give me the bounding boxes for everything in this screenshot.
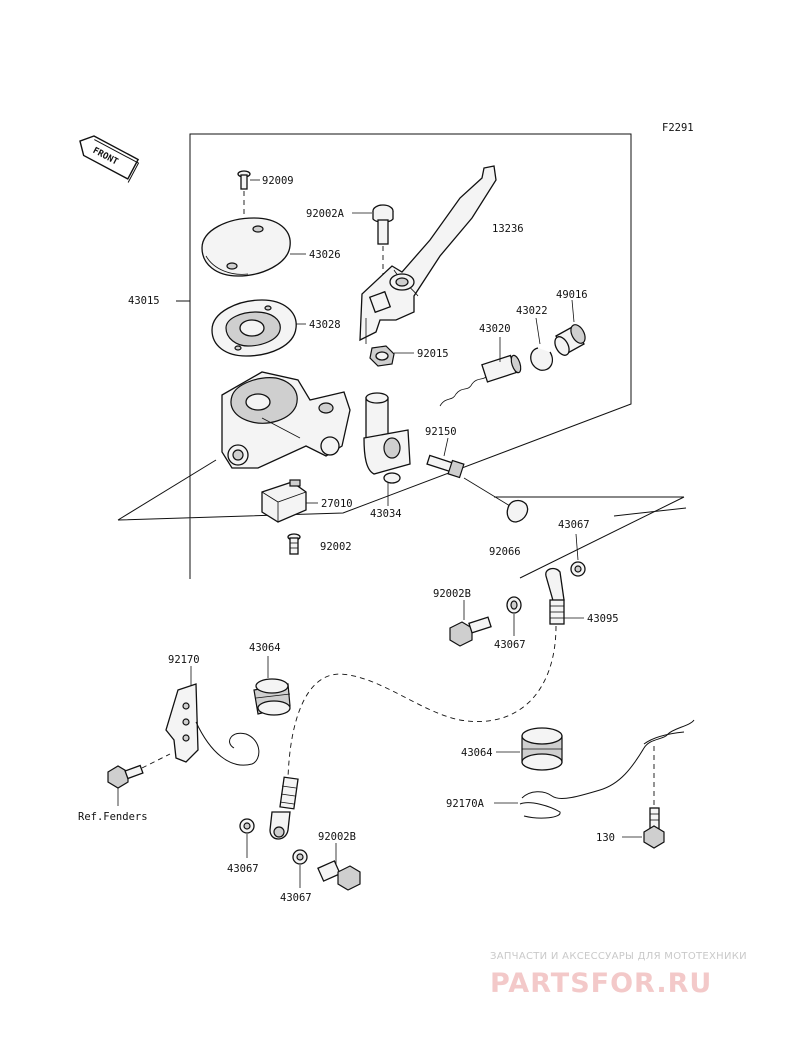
- piston-assembly-43020: 43020: [439, 323, 522, 407]
- washer-43067-lower-right: 43067: [280, 849, 312, 904]
- label-43015: 43015: [128, 295, 160, 307]
- bolt-130: 130: [596, 746, 665, 849]
- label-130: 130: [596, 832, 615, 844]
- ref-fenders-note: Ref.Fenders: [78, 811, 148, 823]
- guide-line-right: [613, 507, 687, 517]
- label-43067-lower-right: 43067: [280, 892, 312, 904]
- screw-92002: 92002: [287, 533, 352, 555]
- label-49016: 49016: [556, 289, 588, 301]
- bracket-92170: 92170: [165, 654, 260, 766]
- reservoir-cap-43026: 43026: [201, 217, 341, 277]
- master-cylinder-body: [221, 371, 351, 469]
- hose-fitting-lower: [269, 776, 299, 840]
- front-arrow-icon: FRONT: [79, 135, 140, 183]
- assembly-frame: 43015: [117, 133, 632, 579]
- label-43064-left: 43064: [249, 642, 281, 654]
- label-43064-right: 43064: [461, 747, 493, 759]
- washer-43067-upper: 43067: [558, 519, 590, 577]
- brake-lever-13236: 13236: [359, 165, 524, 344]
- label-92002B-lower: 92002B: [318, 831, 356, 843]
- watermark: ЗАПЧАСТИ И АКСЕССУАРЫ ДЛЯ МОТОТЕХНИКИ PA…: [490, 951, 747, 999]
- label-92170A: 92170A: [446, 798, 485, 810]
- label-92002B-upper: 92002B: [433, 588, 471, 600]
- label-13236: 13236: [492, 223, 524, 235]
- washer-43067-lower-left: 43067: [227, 818, 259, 875]
- cap-92066: 92066: [489, 499, 529, 558]
- label-92066: 92066: [489, 546, 521, 558]
- brake-hose: [287, 625, 557, 779]
- label-92009: 92009: [262, 175, 294, 187]
- watermark-brand: PARTSFOR.RU: [490, 968, 712, 999]
- label-43034: 43034: [370, 508, 402, 520]
- label-43067-lower-left: 43067: [227, 863, 259, 875]
- clamp-92170A: 92170A: [446, 719, 695, 819]
- banjo-bolt-92002B-upper: 92002B: [433, 588, 492, 647]
- grommet-43064-left: 43064: [249, 642, 291, 716]
- label-92150: 92150: [425, 426, 457, 438]
- label-43095: 43095: [587, 613, 619, 625]
- label-43067-middle: 43067: [494, 639, 526, 651]
- label-43026: 43026: [309, 249, 341, 261]
- diaphragm-43028: 43028: [211, 299, 341, 357]
- circlip-43022: 43022: [516, 305, 554, 371]
- pivot-bolt-92002A: 92002A: [306, 204, 394, 282]
- screw-92009: 92009: [237, 170, 294, 224]
- nut-92015: 92015: [369, 345, 449, 367]
- bolt-92150: 92150: [425, 426, 511, 507]
- guide-line-lower: [519, 496, 685, 579]
- switch-27010: 27010: [261, 479, 353, 523]
- label-43020: 43020: [479, 323, 511, 335]
- dust-boot-49016: 49016: [554, 289, 588, 356]
- label-92015: 92015: [417, 348, 449, 360]
- label-43022: 43022: [516, 305, 548, 317]
- label-92170: 92170: [168, 654, 200, 666]
- bolt-ref-fenders: Ref.Fenders: [78, 753, 171, 823]
- banjo-bolt-92002B-lower: 92002B: [317, 831, 361, 891]
- banjo-43095: 43095: [545, 567, 619, 625]
- label-27010: 27010: [321, 498, 353, 510]
- label-92002: 92002: [320, 541, 352, 553]
- label-43067-upper: 43067: [558, 519, 590, 531]
- label-92002A: 92002A: [306, 208, 345, 220]
- label-43028: 43028: [309, 319, 341, 331]
- watermark-tagline: ЗАПЧАСТИ И АКСЕССУАРЫ ДЛЯ МОТОТЕХНИКИ: [490, 951, 747, 962]
- grommet-43064-right: 43064: [461, 727, 563, 771]
- washer-43067-middle: 43067: [494, 596, 526, 651]
- holder-43034: 43034: [363, 392, 411, 520]
- figure-code: F2291: [662, 122, 694, 134]
